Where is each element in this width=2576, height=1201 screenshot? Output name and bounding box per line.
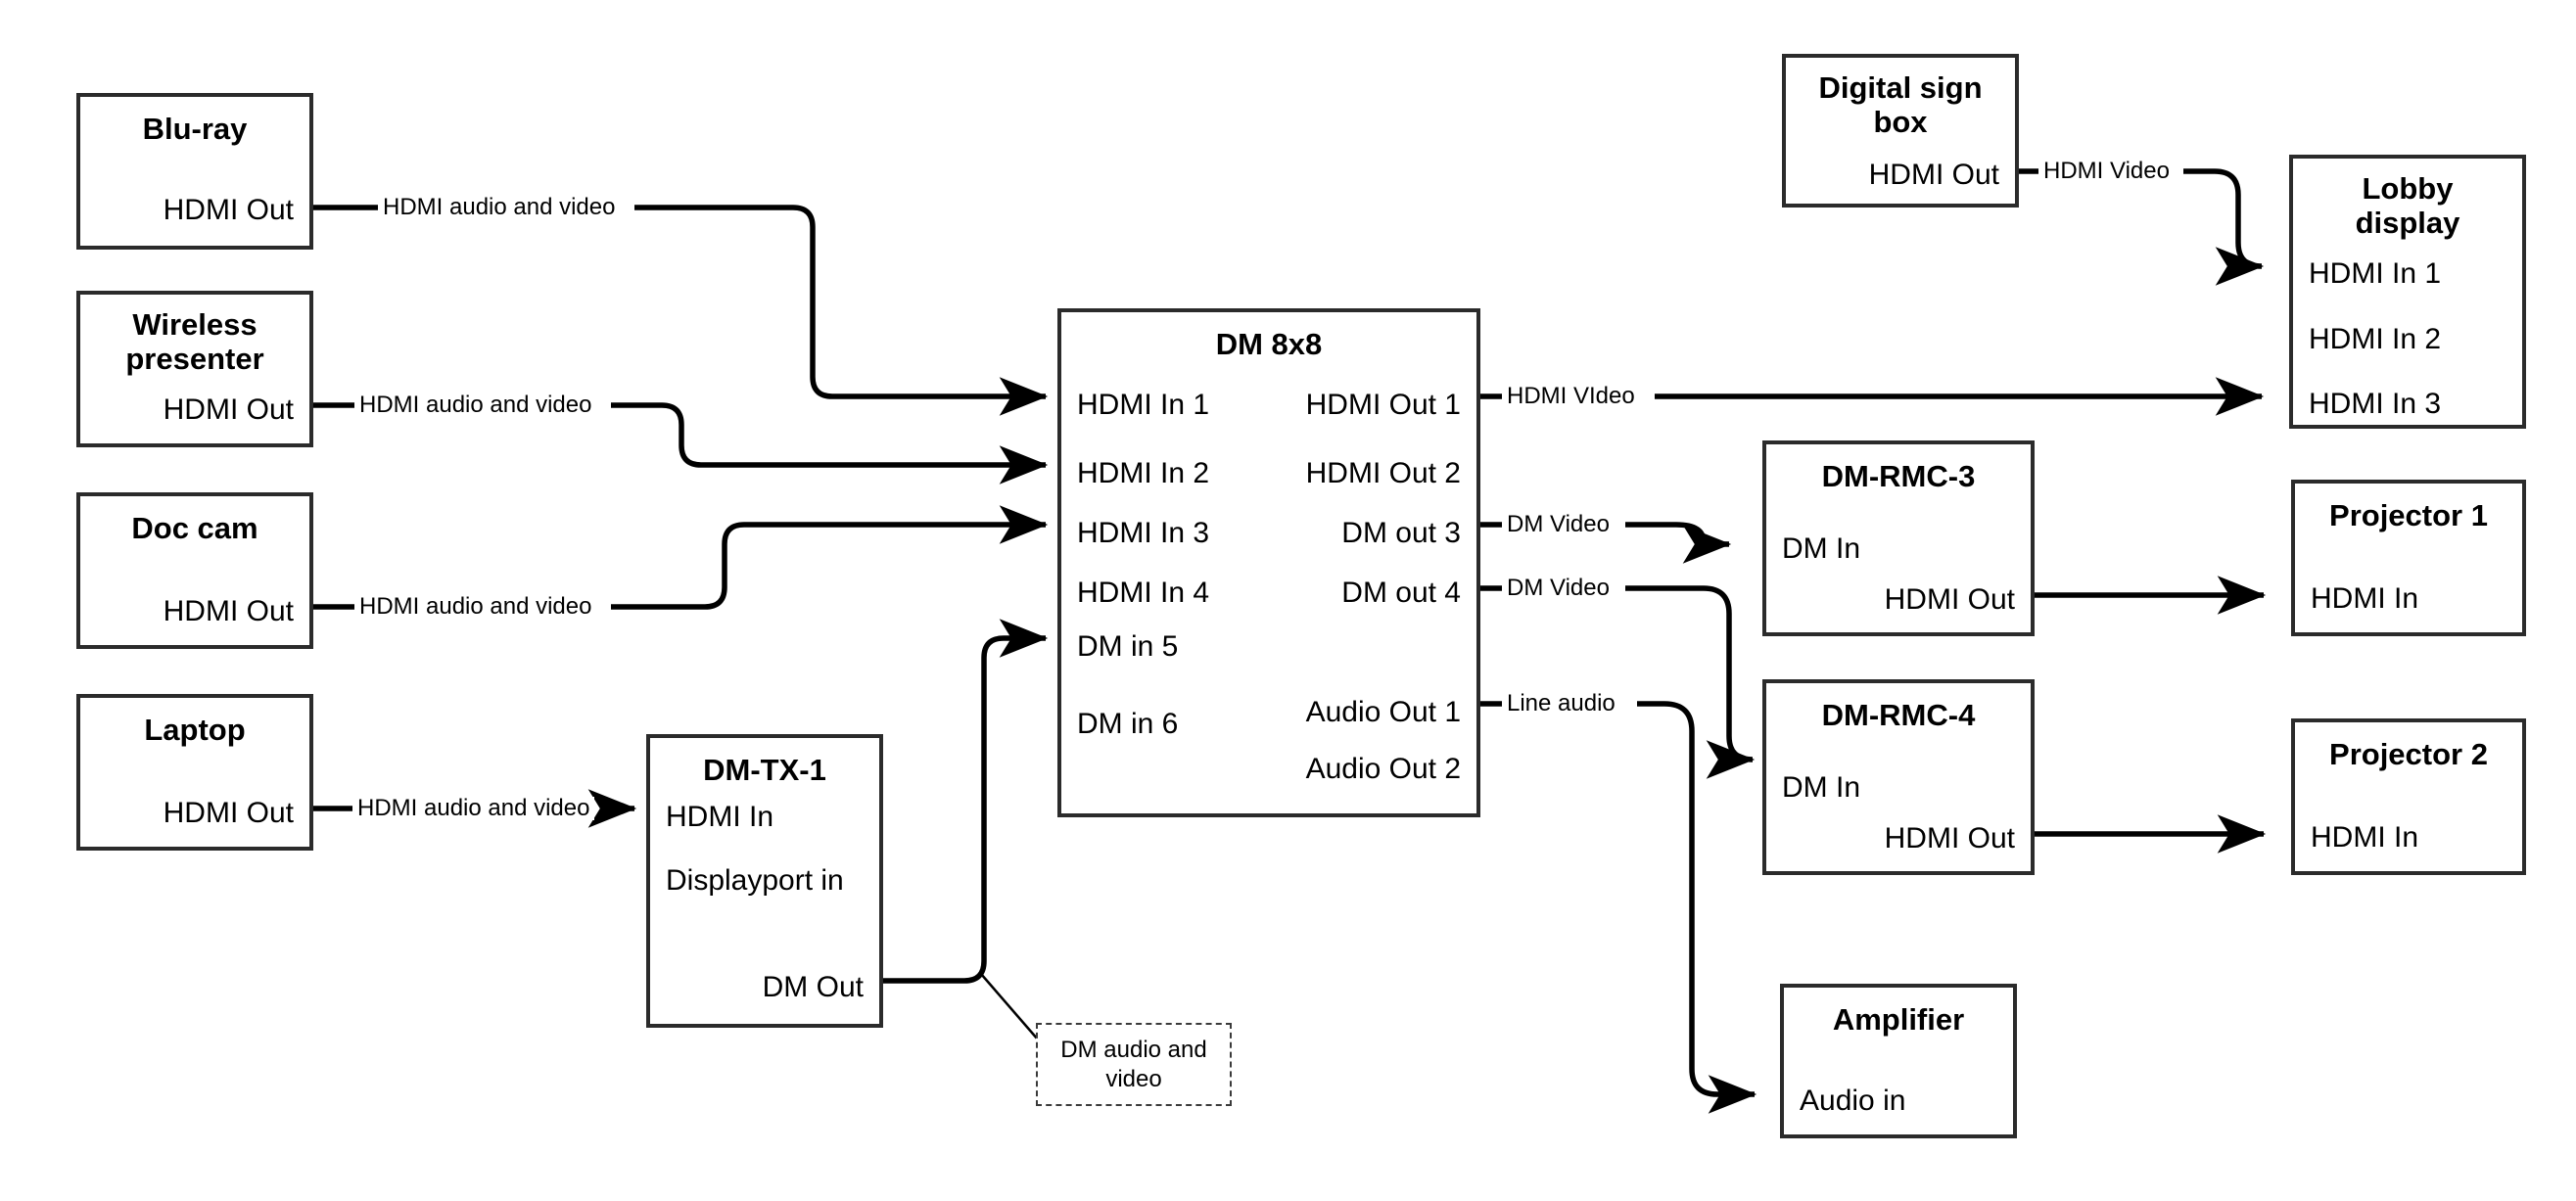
- wire-dmout4-to-rmc4-b: [1625, 585, 1756, 779]
- wire-dmtx1-to-dm-in5: [881, 619, 1049, 984]
- wire-bluray-to-dm-in1-b: [634, 205, 1049, 416]
- wire-label-line-audio: Line audio: [1502, 692, 1620, 716]
- wire-audioout1-to-amp-b: [1637, 701, 1757, 1114]
- node-laptop[interactable]: Laptop HDMI Out: [76, 694, 313, 851]
- wire-dmout3-to-rmc3-b: [1625, 522, 1732, 564]
- node-dm-rmc-3-title: DM-RMC-3: [1821, 459, 1976, 493]
- node-lobby-display[interactable]: Lobby display HDMI In 1 HDMI In 2 HDMI I…: [2289, 155, 2526, 429]
- port-dm-8x8-hdmi-in-2: HDMI In 2: [1077, 457, 1210, 489]
- node-wireless-presenter-title-line1: Wireless: [132, 307, 258, 342]
- wire-label-bluray: HDMI audio and video: [378, 196, 621, 219]
- node-bluray-title: Blu-ray: [142, 112, 248, 146]
- port-dm-tx-1-dm-out: DM Out: [762, 971, 864, 1003]
- node-digital-sign-box-title-line1: Digital sign: [1818, 70, 1983, 105]
- wire-label-laptop: HDMI audio and video: [352, 797, 595, 820]
- node-doc-cam-title: Doc cam: [131, 511, 258, 545]
- node-amplifier[interactable]: Amplifier Audio in: [1780, 984, 2017, 1138]
- node-projector-2-title: Projector 2: [2329, 737, 2488, 771]
- node-dm-tx-1-title: DM-TX-1: [703, 753, 826, 787]
- wire-label-dm-video-3: DM Video: [1502, 513, 1615, 536]
- leader-dm-audio-video-note: [980, 973, 1039, 1040]
- node-lobby-display-title-line2: display: [2355, 206, 2460, 240]
- node-projector-1-title: Projector 1: [2329, 498, 2488, 532]
- port-lobby-display-hdmi-in-3: HDMI In 3: [2309, 388, 2442, 420]
- port-dm-8x8-hdmi-out-2: HDMI Out 2: [1305, 457, 1461, 489]
- node-doc-cam[interactable]: Doc cam HDMI Out: [76, 492, 313, 649]
- node-dm-tx-1[interactable]: DM-TX-1 HDMI In Displayport in DM Out: [646, 734, 883, 1028]
- port-doc-cam-hdmi-out: HDMI Out: [163, 595, 294, 627]
- node-projector-2[interactable]: Projector 2 HDMI In: [2291, 718, 2526, 875]
- port-dm-8x8-hdmi-in-4: HDMI In 4: [1077, 577, 1210, 609]
- port-amplifier-audio-in: Audio in: [1800, 1085, 1906, 1117]
- node-dm-rmc-4[interactable]: DM-RMC-4 DM In HDMI Out: [1762, 679, 2035, 875]
- port-dm-rmc-4-hdmi-out: HDMI Out: [1884, 822, 2015, 855]
- port-projector-2-hdmi-in: HDMI In: [2311, 821, 2419, 854]
- port-dm-rmc-3-dm-in: DM In: [1782, 532, 1861, 565]
- node-dm-rmc-3[interactable]: DM-RMC-3 DM In HDMI Out: [1762, 440, 2035, 636]
- wire-label-signbox-hdmi-video: HDMI Video: [2038, 160, 2175, 183]
- node-dm-rmc-4-title: DM-RMC-4: [1821, 698, 1976, 732]
- node-digital-sign-box-title-line2: box: [1873, 105, 1928, 139]
- port-dm-8x8-dm-in-5: DM in 5: [1077, 630, 1179, 663]
- port-dm-8x8-hdmi-in-1: HDMI In 1: [1077, 389, 1210, 421]
- port-dm-rmc-4-dm-in: DM In: [1782, 771, 1861, 804]
- port-lobby-display-hdmi-in-1: HDMI In 1: [2309, 257, 2442, 290]
- port-dm-8x8-dm-in-6: DM in 6: [1077, 708, 1179, 740]
- node-wireless-presenter[interactable]: Wireless presenter HDMI Out: [76, 291, 313, 447]
- note-dm-audio-and-video: DM audio and video: [1036, 1023, 1232, 1106]
- port-dm-8x8-dm-out-3: DM out 3: [1341, 517, 1461, 549]
- wire-label-wireless: HDMI audio and video: [354, 393, 597, 417]
- port-dm-tx-1-hdmi-in: HDMI In: [666, 801, 774, 833]
- wire-doccam-to-dm-in3-b: [611, 505, 1049, 610]
- port-lobby-display-hdmi-in-2: HDMI In 2: [2309, 323, 2442, 355]
- wire-label-hdmi-video-lobby: HDMI VIdeo: [1502, 385, 1640, 408]
- wire-label-doccam: HDMI audio and video: [354, 595, 597, 619]
- node-dm-8x8[interactable]: DM 8x8 HDMI In 1 HDMI In 2 HDMI In 3 HDM…: [1057, 308, 1480, 817]
- port-dm-rmc-3-hdmi-out: HDMI Out: [1884, 583, 2015, 616]
- wire-label-dm-video-4: DM Video: [1502, 577, 1615, 600]
- node-wireless-presenter-title-line2: presenter: [125, 342, 264, 376]
- node-dm-8x8-title: DM 8x8: [1215, 327, 1323, 361]
- wire-wireless-to-dm-in2-b: [611, 402, 1049, 485]
- port-dm-8x8-hdmi-in-3: HDMI In 3: [1077, 517, 1210, 549]
- node-lobby-display-title-line1: Lobby: [2362, 171, 2454, 206]
- port-dm-8x8-audio-out-1: Audio Out 1: [1305, 696, 1461, 728]
- node-laptop-title: Laptop: [144, 713, 246, 747]
- node-amplifier-title: Amplifier: [1832, 1002, 1965, 1037]
- port-digital-sign-box-hdmi-out: HDMI Out: [1868, 159, 1999, 191]
- port-laptop-hdmi-out: HDMI Out: [163, 797, 294, 829]
- port-wireless-presenter-hdmi-out: HDMI Out: [163, 393, 294, 426]
- wire-signbox-to-lobby-in1-b: [2183, 168, 2265, 286]
- node-projector-1[interactable]: Projector 1 HDMI In: [2291, 480, 2526, 636]
- port-dm-8x8-audio-out-2: Audio Out 2: [1305, 753, 1461, 785]
- port-projector-1-hdmi-in: HDMI In: [2311, 582, 2419, 615]
- port-bluray-hdmi-out: HDMI Out: [163, 194, 294, 226]
- node-bluray[interactable]: Blu-ray HDMI Out: [76, 93, 313, 250]
- port-dm-tx-1-displayport-in: Displayport in: [666, 864, 844, 897]
- port-dm-8x8-dm-out-4: DM out 4: [1341, 577, 1461, 609]
- node-digital-sign-box[interactable]: Digital sign box HDMI Out: [1782, 54, 2019, 208]
- port-dm-8x8-hdmi-out-1: HDMI Out 1: [1305, 389, 1461, 421]
